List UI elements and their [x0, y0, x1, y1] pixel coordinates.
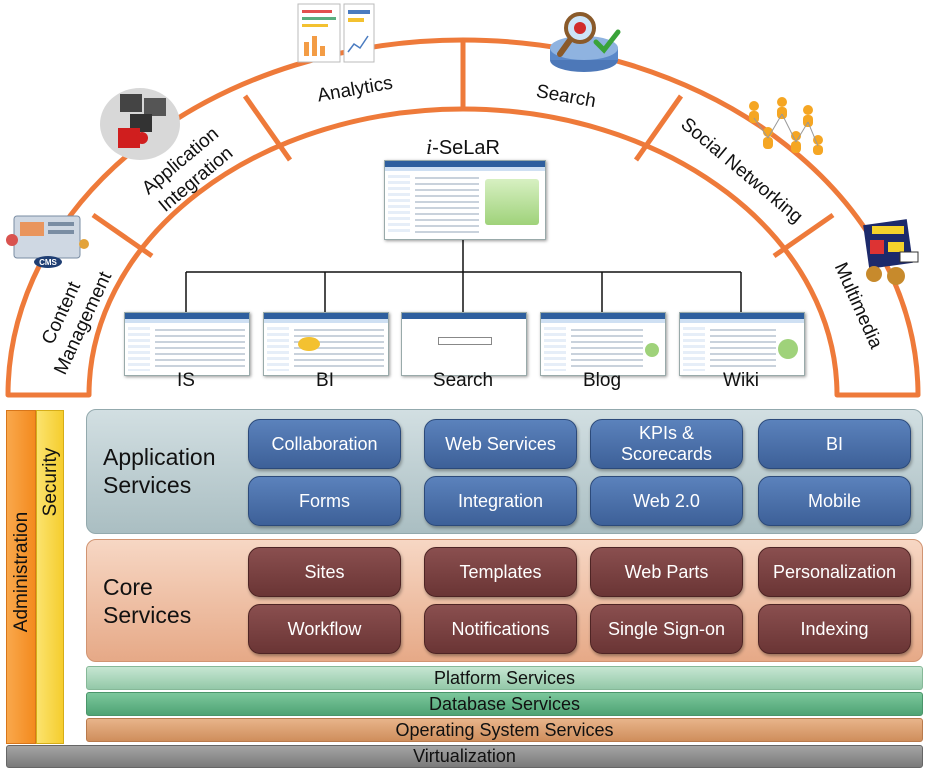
service-web-services[interactable]: Web Services — [424, 419, 577, 469]
operating-system-services-band: Operating System Services — [86, 718, 923, 742]
svg-text:CMS: CMS — [39, 258, 57, 267]
portal-screenshot-bi[interactable] — [263, 312, 389, 376]
portal-connector-tree — [185, 240, 742, 312]
service-personalization[interactable]: Personalization — [758, 547, 911, 597]
portal-screenshot-wiki[interactable] — [679, 312, 805, 376]
service-notifications[interactable]: Notifications — [424, 604, 577, 654]
portal-screenshot-search[interactable] — [401, 312, 527, 376]
multimedia-icon — [863, 219, 919, 285]
service-sites[interactable]: Sites — [248, 547, 401, 597]
security-bar: Security — [36, 410, 64, 744]
portal-label-wiki: Wiki — [723, 370, 759, 391]
application-services-word2: Services — [103, 472, 192, 498]
service-integration[interactable]: Integration — [424, 476, 577, 526]
administration-bar: Administration — [6, 410, 36, 744]
portal-label-blog: Blog — [582, 370, 622, 391]
core-services-word1: Core — [103, 574, 153, 600]
service-web-2-0[interactable]: Web 2.0 — [590, 476, 743, 526]
i-selar-portal-screenshot[interactable] — [384, 160, 546, 240]
service-single-sign-on[interactable]: Single Sign-on — [590, 604, 743, 654]
service-kpis-scorecards-label: KPIs &Scorecards — [620, 423, 713, 464]
service-mobile[interactable]: Mobile — [758, 476, 911, 526]
puzzle-icon — [100, 88, 180, 160]
virtualization-band: Virtualization — [6, 745, 923, 768]
service-kpis-scorecards[interactable]: KPIs &Scorecards — [590, 419, 743, 469]
analytics-dashboard-icon — [297, 3, 375, 63]
service-web-parts[interactable]: Web Parts — [590, 547, 743, 597]
service-workflow[interactable]: Workflow — [248, 604, 401, 654]
service-collaboration[interactable]: Collaboration — [248, 419, 401, 469]
service-indexing[interactable]: Indexing — [758, 604, 911, 654]
center-title: i-SeLaR — [426, 134, 500, 159]
arch-dividers — [91, 40, 835, 259]
search-magnifier-icon — [550, 12, 621, 72]
platform-services-band: Platform Services — [86, 666, 923, 690]
database-services-band: Database Services — [86, 692, 923, 716]
people-network-icon — [749, 97, 823, 155]
portal-screenshot-blog[interactable] — [540, 312, 666, 376]
security-label: Security — [40, 447, 61, 517]
application-services-word1: Application — [103, 444, 216, 470]
portal-screenshot-is[interactable] — [124, 312, 250, 376]
cms-icon: CMS — [6, 215, 89, 268]
portal-arch: ContentManagement ApplicationIntegration… — [5, 3, 921, 398]
service-forms[interactable]: Forms — [248, 476, 401, 526]
service-templates[interactable]: Templates — [424, 547, 577, 597]
core-services-word2: Services — [103, 602, 192, 628]
portal-label-bi: BI — [316, 370, 334, 391]
administration-label: Administration — [11, 511, 32, 633]
portal-label-is: IS — [177, 370, 195, 391]
service-bi[interactable]: BI — [758, 419, 911, 469]
portal-label-search: Search — [432, 370, 494, 391]
